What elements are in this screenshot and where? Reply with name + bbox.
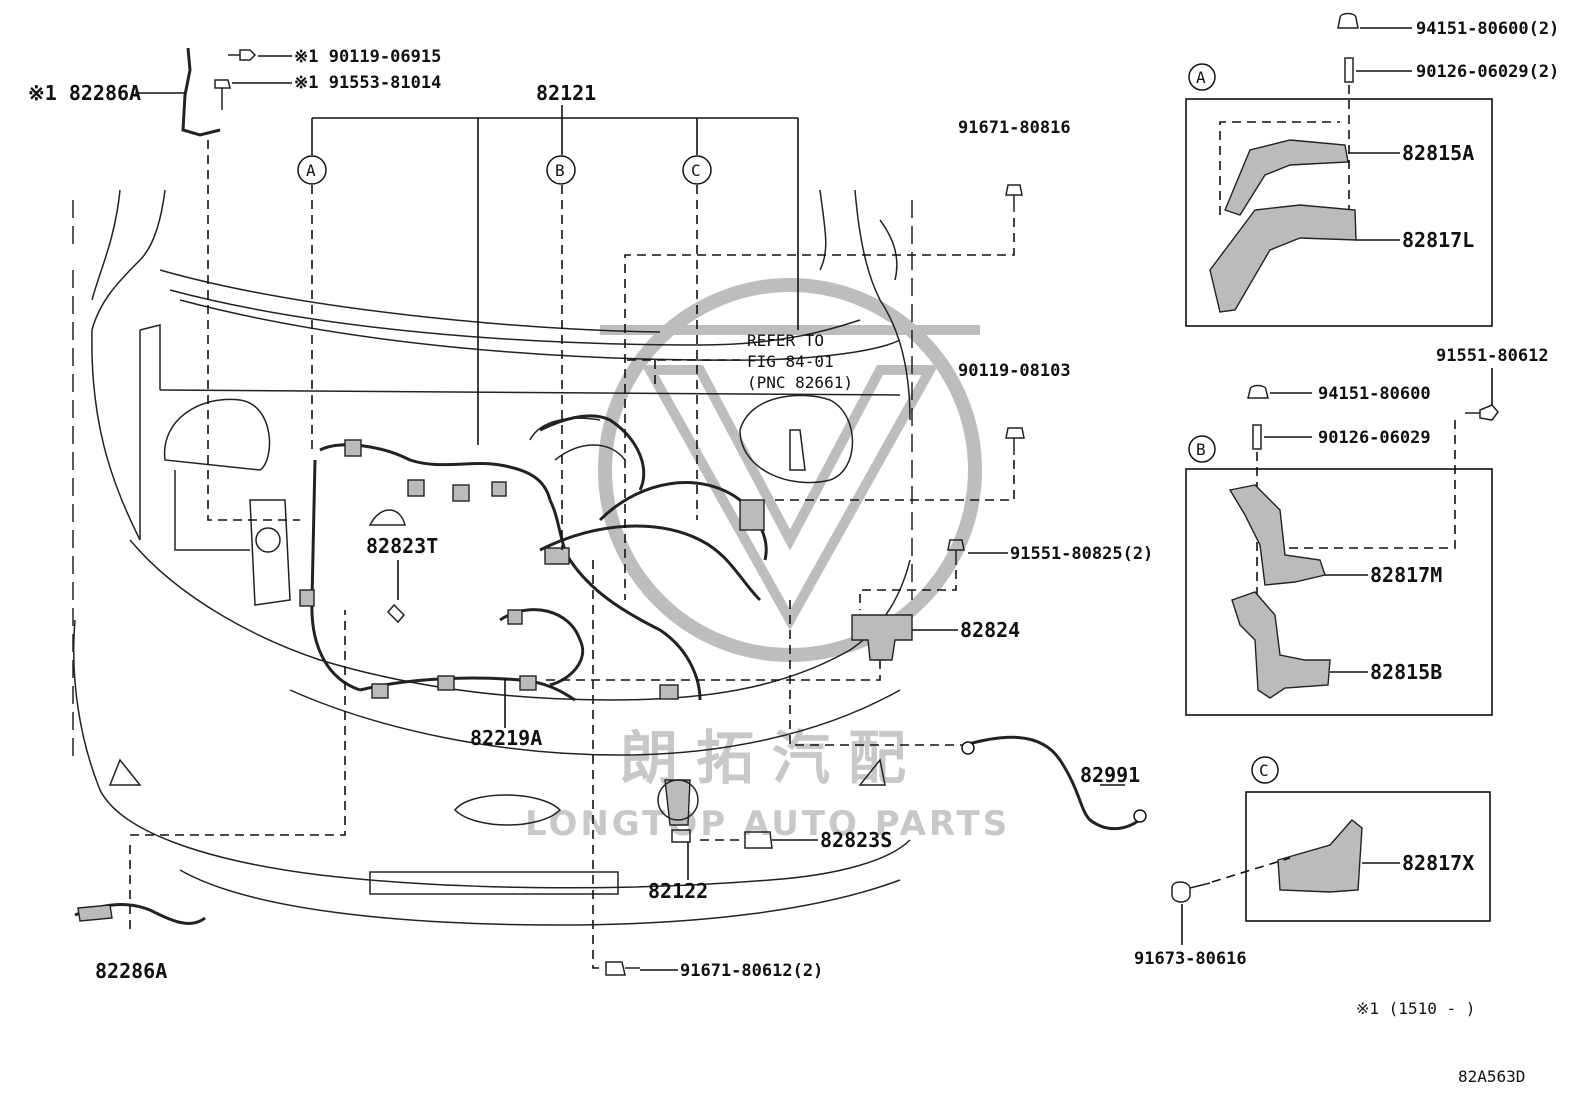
callout-a-top-letter: A [306,161,316,180]
label-82815B: 82815B [1370,660,1442,684]
label-82817L: 82817L [1402,228,1474,252]
label-90126-06029-2: 90126-06029(2) [1416,62,1559,82]
label-82286A-bottom: 82286A [95,959,167,983]
callout-a-detail [1188,63,1216,91]
detail-b: 91551-80612 94151-80600 90126-06029 B 82… [1185,346,1549,716]
watermark-en: LONGTOP AUTO PARTS [525,804,1010,844]
callout-a-top [297,155,327,185]
top-left-group: ※1 90119-06915 ※1 91553-81014 ※1 82286A [28,47,441,521]
label-91671-80612: 91671-80612(2) [680,961,823,981]
label-82219A: 82219A [470,726,542,750]
label-82991: 82991 [1080,763,1140,787]
label-94151-80600-2: 94151-80600(2) [1416,19,1559,39]
label-91551-80825: 91551-80825(2) [1010,544,1153,564]
refer-line-3: (PNC 82661) [747,373,853,392]
label-91673-80616: 91673-80616 [1134,949,1247,969]
label-90126-06029: 90126-06029 [1318,428,1431,448]
vehicle-body [72,189,913,926]
diagram-id: 82A563D [1458,1067,1525,1086]
lower-center-labels: 82823T 82219A 82122 82823S 91671-80612(2… [366,534,892,981]
detail-a: 94151-80600(2) 90126-06029(2) A 82815A 8… [1185,12,1559,327]
callout-b-top-letter: B [555,161,565,180]
engine-right-labels: 91671-80816 90119-08103 91551-80825(2) 8… [540,118,1153,831]
detail-c: C 82817X 91673-80616 [1134,756,1491,969]
label-82823S: 82823S [820,828,892,852]
label-82817X: 82817X [1402,851,1474,875]
label-91551-80612: 91551-80612 [1436,346,1549,366]
callout-c-detail-letter: C [1259,761,1269,780]
callout-b-detail [1188,435,1216,463]
center-callouts: A B C 82121 REFER TO FIG 84-01 (PNC 8266… [297,81,853,550]
label-90119-06915: ※1 90119-06915 [294,47,441,67]
refer-line-2: FIG 84-01 [747,352,834,371]
callout-c-top-letter: C [691,161,701,180]
label-82286A-top: ※1 82286A [28,81,141,105]
engine-harness [249,414,806,702]
label-82823T: 82823T [366,534,438,558]
refer-line-1: REFER TO [747,331,824,350]
label-82122: 82122 [648,879,708,903]
callout-b-top [546,155,576,185]
label-82824: 82824 [960,618,1020,642]
callout-c-detail [1251,756,1279,784]
callout-c-top [682,155,712,185]
label-82121: 82121 [536,81,596,105]
callout-b-detail-letter: B [1196,440,1206,459]
callout-a-detail-letter: A [1196,68,1206,87]
label-82817M: 82817M [1370,563,1442,587]
label-91553-81014: ※1 91553-81014 [294,73,441,93]
label-91671-80816: 91671-80816 [958,118,1071,138]
label-94151-80600: 94151-80600 [1318,384,1431,404]
footnote: ※1 (1510 - ) [1356,999,1475,1018]
lower-left-group: 82286A [74,610,346,983]
label-90119-08103: 90119-08103 [958,361,1071,381]
label-82815A: 82815A [1402,141,1474,165]
